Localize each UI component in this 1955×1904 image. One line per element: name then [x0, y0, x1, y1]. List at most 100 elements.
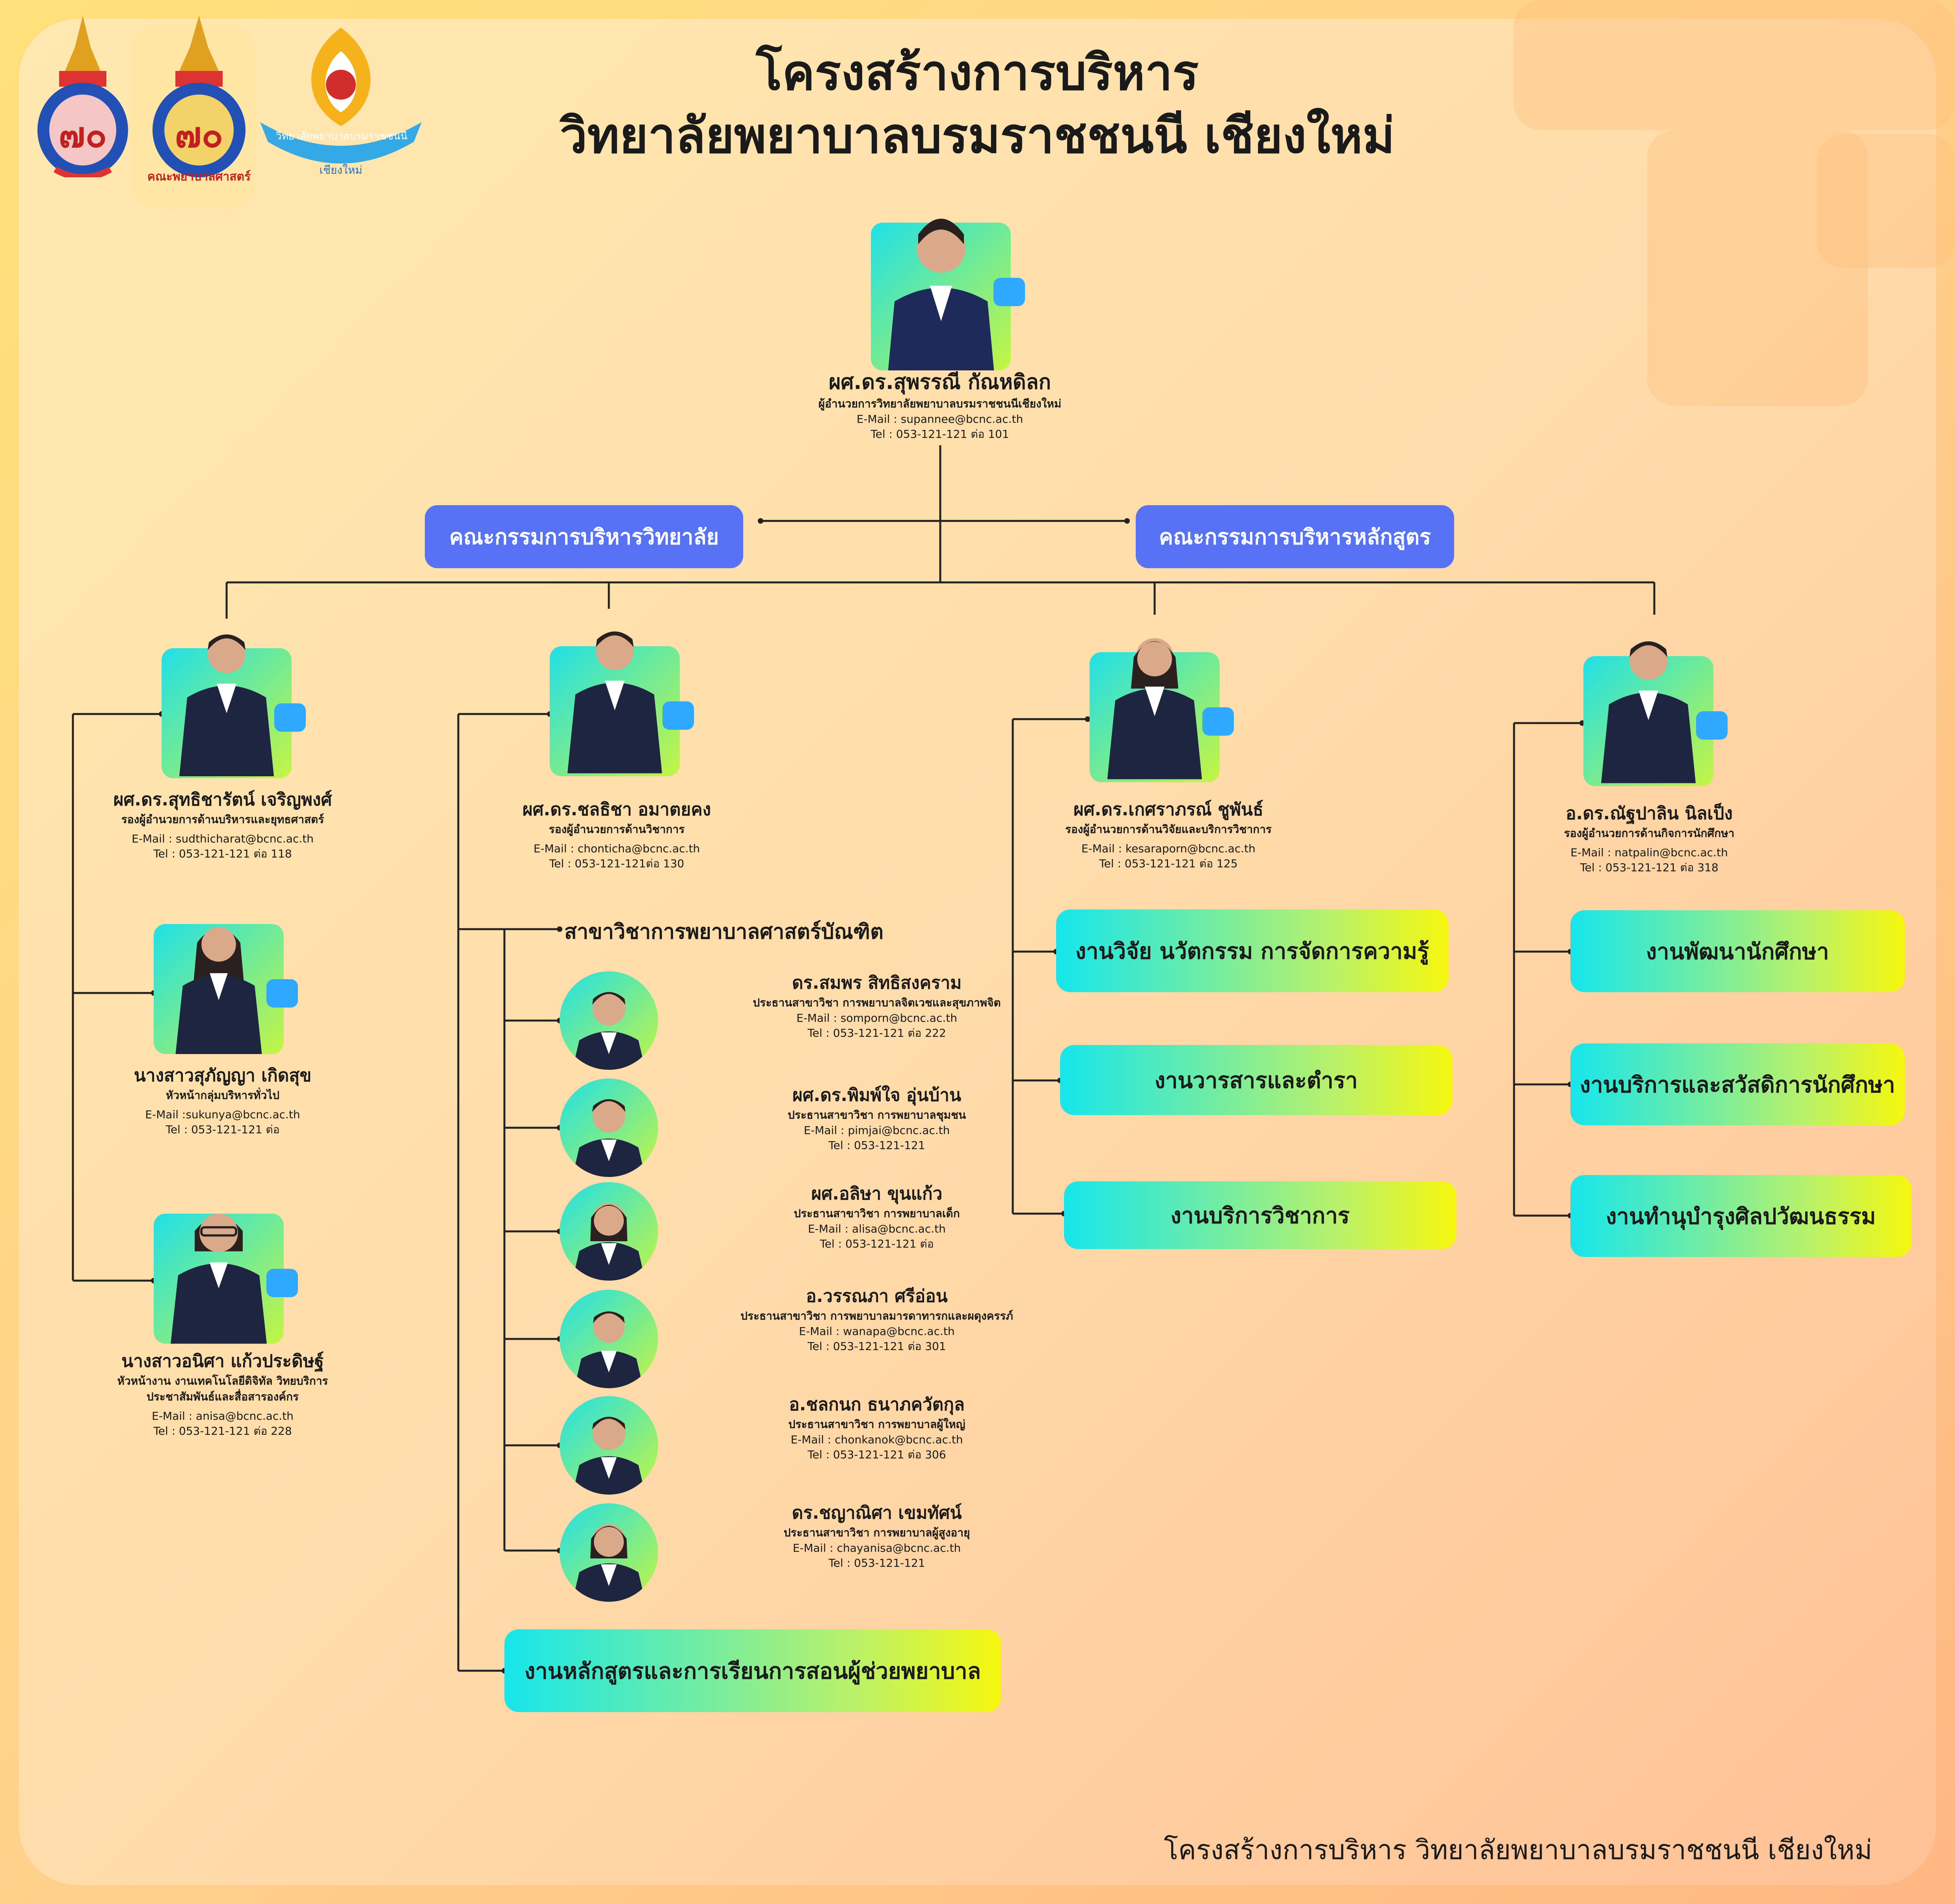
chair-1-email: E-Mail : somporn@bcnc.ac.th — [796, 1012, 957, 1025]
chair-1-tel: Tel : 053-121-121 ต่อ 222 — [807, 1026, 946, 1039]
logo3-label: วิทยาลัยพยาบาลบรมราชชนนี — [276, 130, 407, 142]
nursing-program-title: สาขาวิชาการพยาบาลศาสตร์บัณฑิต — [564, 920, 884, 944]
admin-staff-2-photo — [154, 1214, 298, 1344]
deputy-4-tel: Tel : 053-121-121 ต่อ 318 — [1580, 861, 1719, 874]
chair-2-tel: Tel : 053-121-121 — [828, 1139, 925, 1152]
admin-staff-1-card: นางสาวสุภัญญา เกิดสุข หัวหน้ากลุ่มบริหาร… — [51, 1064, 394, 1137]
tag-marker — [993, 278, 1025, 306]
chair-5-card: อ.ชลกนก ธนาภควัตกุล ประธานสาขาวิชา การพย… — [670, 1393, 1084, 1462]
admin-staff-1-name: นางสาวสุภัญญา เกิดสุข — [134, 1065, 312, 1086]
admin-staff-2-email: E-Mail : anisa@bcnc.ac.th — [152, 1409, 294, 1422]
deputy-3-role: รองผู้อำนวยการด้านวิจัยและบริการวิชาการ — [1065, 823, 1272, 836]
chair-6-email: E-Mail : chayanisa@bcnc.ac.th — [792, 1541, 961, 1554]
deputy-3-tel: Tel : 053-121-121 ต่อ 125 — [1099, 857, 1238, 870]
director-tel: Tel : 053-121-121 ต่อ 101 — [871, 428, 1009, 441]
footer-caption: โครงสร้างการบริหาร วิทยาลัยพยาบาลบรมราชช… — [1164, 1835, 1872, 1866]
person-figure — [179, 634, 274, 776]
admin-staff-2-role2: ประชาสัมพันธ์และสื่อสารองค์กร — [146, 1390, 299, 1403]
logo2-label: คณะพยาบาลศาสตร์ — [147, 170, 251, 184]
logo1-label: ๗๐ — [58, 114, 107, 156]
page-title-line1: โครงสร้างการบริหาร — [756, 45, 1199, 101]
deputy-1-photo — [162, 634, 306, 778]
person-figure — [572, 1203, 645, 1281]
research-unit-1[interactable]: งานวิจัย นวัตกรรม การจัดการความรู้ — [1056, 909, 1448, 992]
admin-staff-2-card: นางสาวอนิศา แก้วประดิษฐ์ หัวหน้างาน งานเ… — [51, 1350, 394, 1439]
deputy-1-card: ผศ.ดร.สุทธิชารัตน์ เจริญพงศ์ รองผู้อำนวย… — [51, 788, 394, 861]
research-unit-3[interactable]: งานบริการวิชาการ — [1064, 1181, 1456, 1249]
chair-3-name: ผศ.อลิษา ขุนแก้ว — [811, 1184, 943, 1204]
tag-marker — [274, 703, 306, 732]
chair-5-name: อ.ชลกนก ธนาภควัตกุล — [789, 1395, 965, 1415]
chair-5-tel: Tel : 053-121-121 ต่อ 306 — [807, 1448, 946, 1461]
chair-3-role: ประธานสาขาวิชา การพยาบาลเด็ก — [794, 1207, 960, 1220]
chair-1-role: ประธานสาขาวิชา การพยาบาลจิตเวชและสุขภาพจ… — [753, 996, 1001, 1009]
college-emblem-logo: ๗๐ — [32, 12, 134, 180]
admin-staff-2-role: หัวหน้างาน งานเทคโนโลยีดิจิทัล วิทยบริกา… — [117, 1374, 328, 1387]
deputy-1-email: E-Mail : sudthicharat@bcnc.ac.th — [132, 832, 314, 845]
chair-2-email: E-Mail : pimjai@bcnc.ac.th — [804, 1124, 950, 1137]
nursing-faculty-logo: ๗๐ คณะพยาบาลศาสตร์ — [146, 12, 252, 184]
chair-2-card: ผศ.ดร.พิมพ์ใจ อุ่นบ้าน ประธานสาขาวิชา กา… — [670, 1084, 1084, 1153]
logo2-number: ๗๐ — [175, 114, 223, 156]
chair-1-photo — [560, 971, 658, 1070]
person-figure — [572, 1099, 645, 1177]
decor-block — [1647, 130, 1868, 406]
chair-2-photo — [560, 1078, 658, 1177]
chair-4-name: อ.วรรณภา ศรีอ่อน — [806, 1286, 948, 1306]
tag-marker — [1696, 711, 1728, 740]
deputy-1-name: ผศ.ดร.สุทธิชารัตน์ เจริญพงศ์ — [113, 790, 332, 810]
research-unit-2[interactable]: งานวารสารและตำรา — [1060, 1045, 1452, 1115]
director-name: ผศ.ดร.สุพรรณี กัณหดิลก — [828, 370, 1051, 394]
person-figure — [175, 927, 262, 1054]
tag-marker — [266, 979, 298, 1008]
logo3-sub: เชียงใหม่ — [319, 164, 363, 177]
chair-4-photo — [560, 1290, 658, 1388]
chair-3-email: E-Mail : alisa@bcnc.ac.th — [808, 1222, 946, 1235]
college-committee-box[interactable]: คณะกรรมการบริหารวิทยาลัย — [425, 505, 743, 568]
deputy-3-name: ผศ.ดร.เกศราภรณ์ ชูพันธ์ — [1073, 800, 1263, 820]
chair-6-role: ประธานสาขาวิชา การพยาบาลผู้สูงอายุ — [783, 1526, 970, 1539]
director-card: ผศ.ดร.สุพรรณี กัณหดิลก ผู้อำนวยการวิทยาล… — [701, 368, 1178, 442]
decor-block — [1513, 0, 1955, 130]
tag-marker — [1202, 707, 1234, 736]
deputy-1-role: รองผู้อำนวยการด้านบริหารและยุทธศาสตร์ — [121, 813, 324, 826]
bcnc-logo: วิทยาลัยพยาบาลบรมราชชนนี เชียงใหม่ — [252, 20, 430, 185]
deputy-2-email: E-Mail : chonticha@bcnc.ac.th — [533, 842, 700, 855]
deputy-2-role: รองผู้อำนวยการด้านวิชาการ — [549, 823, 685, 836]
person-figure — [567, 631, 662, 774]
admin-staff-1-photo — [154, 924, 298, 1054]
curriculum-committee-box[interactable]: คณะกรรมการบริหารหลักสูตร — [1136, 505, 1454, 568]
chair-6-card: ดร.ชญาณิศา เขมทัศน์ ประธานสาขาวิชา การพย… — [670, 1501, 1084, 1571]
chair-5-role: ประธานสาขาวิชา การพยาบาลผู้ใหญ่ — [788, 1418, 965, 1431]
chair-3-photo — [560, 1182, 658, 1281]
person-figure — [1107, 638, 1202, 779]
tag-marker — [662, 701, 694, 730]
deputy-3-photo — [1090, 638, 1234, 782]
deputy-2-card: ผศ.ดร.ชลธิชา อมาตยคง รองผู้อำนวยการด้านว… — [445, 798, 788, 871]
chair-2-role: ประธานสาขาวิชา การพยาบาลชุมชน — [787, 1108, 966, 1121]
chair-4-email: E-Mail : wanapa@bcnc.ac.th — [799, 1325, 955, 1338]
director-photo — [871, 219, 1025, 370]
chair-5-email: E-Mail : chonkanok@bcnc.ac.th — [791, 1433, 963, 1446]
admin-staff-2-name: นางสาวอนิศา แก้วประดิษฐ์ — [121, 1351, 324, 1371]
chair-2-name: ผศ.ดร.พิมพ์ใจ อุ่นบ้าน — [792, 1085, 962, 1105]
chair-4-card: อ.วรรณภา ศรีอ่อน ประธานสาขาวิชา การพยาบา… — [670, 1285, 1084, 1354]
admin-staff-2-tel: Tel : 053-121-121 ต่อ 228 — [153, 1424, 292, 1437]
student-unit-2[interactable]: งานบริการและสวัสดิการนักศึกษา — [1570, 1043, 1905, 1125]
chair-4-role: ประธานสาขาวิชา การพยาบาลมารดาทารกและผดุง… — [740, 1309, 1013, 1322]
tag-marker — [266, 1269, 298, 1297]
chair-6-tel: Tel : 053-121-121 — [828, 1556, 925, 1569]
deputy-1-tel: Tel : 053-121-121 ต่อ 118 — [153, 847, 292, 860]
chair-5-photo — [560, 1396, 658, 1495]
student-unit-3[interactable]: งานทำนุบำรุงศิลปวัฒนธรรม — [1570, 1175, 1911, 1257]
person-figure — [171, 1214, 267, 1344]
chair-1-card: ดร.สมพร สิทธิสงคราม ประธานสาขาวิชา การพย… — [670, 971, 1084, 1041]
assistant-nurse-curriculum-unit[interactable]: งานหลักสูตรและการเรียนการสอนผู้ช่วยพยาบา… — [504, 1629, 1001, 1712]
chair-4-tel: Tel : 053-121-121 ต่อ 301 — [807, 1340, 946, 1353]
chair-6-photo — [560, 1503, 658, 1602]
deputy-4-email: E-Mail : natpalin@bcnc.ac.th — [1570, 846, 1728, 859]
deputy-2-name: ผศ.ดร.ชลธิชา อมาตยคง — [522, 800, 711, 820]
student-unit-1[interactable]: งานพัฒนานักศึกษา — [1570, 910, 1905, 992]
deputy-4-photo — [1583, 641, 1728, 786]
admin-staff-1-tel: Tel : 053-121-121 ต่อ — [166, 1123, 280, 1136]
